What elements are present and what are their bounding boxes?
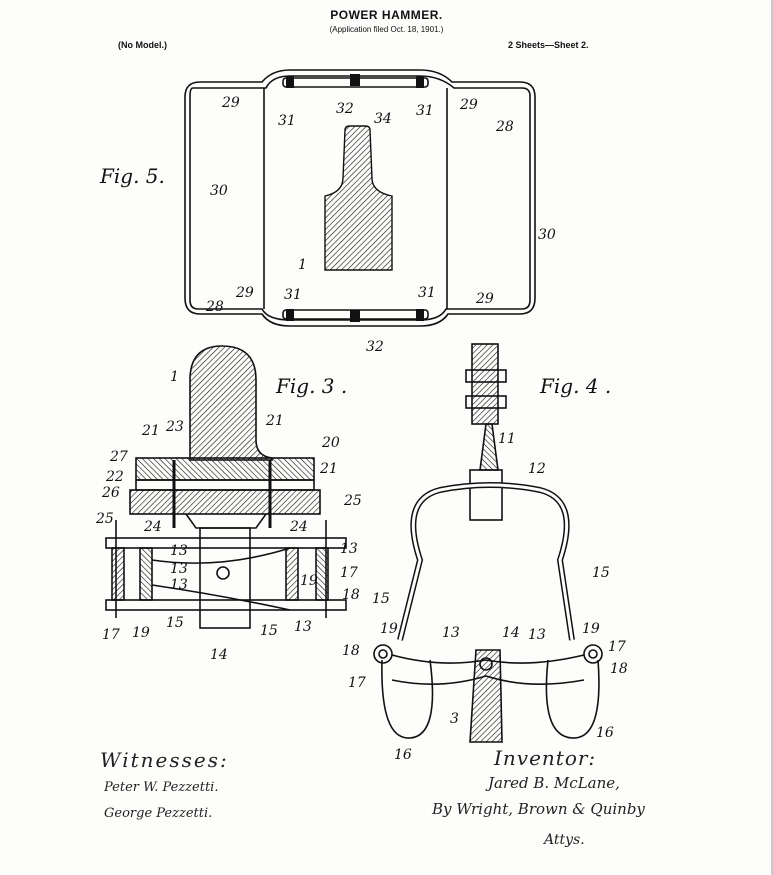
fig5-ref: 32 xyxy=(336,101,354,117)
fig3-ref: 13 xyxy=(170,543,188,559)
fig4-ref: 17 xyxy=(348,675,366,691)
fig4-caption: Fig. 4 . xyxy=(540,374,612,398)
fig3-ref: 23 xyxy=(166,419,184,435)
fig4-ref: 19 xyxy=(380,621,398,637)
fig5-ref: 29 xyxy=(460,97,478,113)
attorneys-abbrev: Attys. xyxy=(544,832,585,848)
fig5-ref: 31 xyxy=(284,287,302,303)
fig3-ref: 24 xyxy=(290,519,308,535)
fig3-ref: 21 xyxy=(320,461,338,477)
model-note: (No Model.) xyxy=(118,40,167,50)
fig4-ref: 15 xyxy=(592,565,610,581)
fig4-ref: 14 xyxy=(502,625,520,641)
fig5-ref: 28 xyxy=(496,119,514,135)
fig4-ref: 11 xyxy=(498,431,516,447)
fig4-ref: 18 xyxy=(610,661,628,677)
fig4-ref: 13 xyxy=(528,627,546,643)
fig3-ref: 25 xyxy=(96,511,114,527)
application-filed-line: (Application filed Oct. 18, 1901.) xyxy=(329,25,444,34)
inventor-heading: Inventor: xyxy=(494,746,597,770)
fig3-ref: 17 xyxy=(340,565,358,581)
fig3-ref: 13 xyxy=(170,561,188,577)
fig3-ref: 24 xyxy=(144,519,162,535)
fig3-caption: Fig. 3 . xyxy=(276,374,348,398)
fig4-drawing xyxy=(373,343,603,743)
fig3-ref: 22 xyxy=(106,469,124,485)
fig5-ref: 29 xyxy=(222,95,240,111)
fig3-ref: 20 xyxy=(322,435,340,451)
fig4-ref: 17 xyxy=(608,639,626,655)
fig3-ref: 19 xyxy=(300,573,318,589)
fig4-ref: 12 xyxy=(528,461,546,477)
fig3-ref: 15 xyxy=(260,623,278,639)
fig3-ref: 17 xyxy=(102,627,120,643)
fig5-ref: 29 xyxy=(476,291,494,307)
fig5-caption: Fig. 5. xyxy=(100,164,165,188)
fig4-ref: 19 xyxy=(582,621,600,637)
fig3-ref: 14 xyxy=(210,647,228,663)
fig4-ref: 16 xyxy=(394,747,412,763)
inventor-signature: Jared B. McLane, xyxy=(488,774,620,792)
fig4-ref: 18 xyxy=(342,643,360,659)
fig3-ref: 21 xyxy=(142,423,160,439)
fig4-ref: 15 xyxy=(372,591,390,607)
fig4-ref: 13 xyxy=(442,625,460,641)
fig3-ref: 26 xyxy=(102,485,120,501)
fig3-ref: 13 xyxy=(294,619,312,635)
fig3-ref: 1 xyxy=(170,369,179,385)
fig5-ref: 31 xyxy=(278,113,296,129)
fig3-ref: 13 xyxy=(340,541,358,557)
fig3-ref: 18 xyxy=(342,587,360,603)
witness-signature-1: Peter W. Pezzetti. xyxy=(104,780,219,795)
fig5-ref: 1 xyxy=(298,257,307,273)
fig5-ref: 31 xyxy=(418,285,436,301)
fig3-ref: 21 xyxy=(266,413,284,429)
fig5-ref: 32 xyxy=(366,339,384,355)
attorneys-signature: By Wright, Brown & Quinby xyxy=(432,800,645,818)
patent-title: POWER HAMMER. xyxy=(330,8,443,22)
fig3-ref: 15 xyxy=(166,615,184,631)
fig3-ref: 13 xyxy=(170,577,188,593)
fig5-drawing xyxy=(184,69,536,327)
fig5-ref: 29 xyxy=(236,285,254,301)
fig5-ref: 34 xyxy=(374,111,392,127)
sheet-number: 2 Sheets—Sheet 2. xyxy=(508,40,589,50)
fig3-ref: 25 xyxy=(344,493,362,509)
fig5-ref: 30 xyxy=(210,183,228,199)
fig3-ref: 27 xyxy=(110,449,128,465)
fig5-bolts xyxy=(286,74,424,322)
fig3-drawing xyxy=(105,345,347,629)
witnesses-heading: Witnesses: xyxy=(100,748,229,772)
fig3-ref: 19 xyxy=(132,625,150,641)
fig5-ref: 31 xyxy=(416,103,434,119)
fig5-ref: 30 xyxy=(538,227,556,243)
witness-signature-2: George Pezzetti. xyxy=(104,806,213,821)
fig4-ref: 3 xyxy=(450,711,459,727)
fig5-ref: 28 xyxy=(206,299,224,315)
fig4-ref: 16 xyxy=(596,725,614,741)
